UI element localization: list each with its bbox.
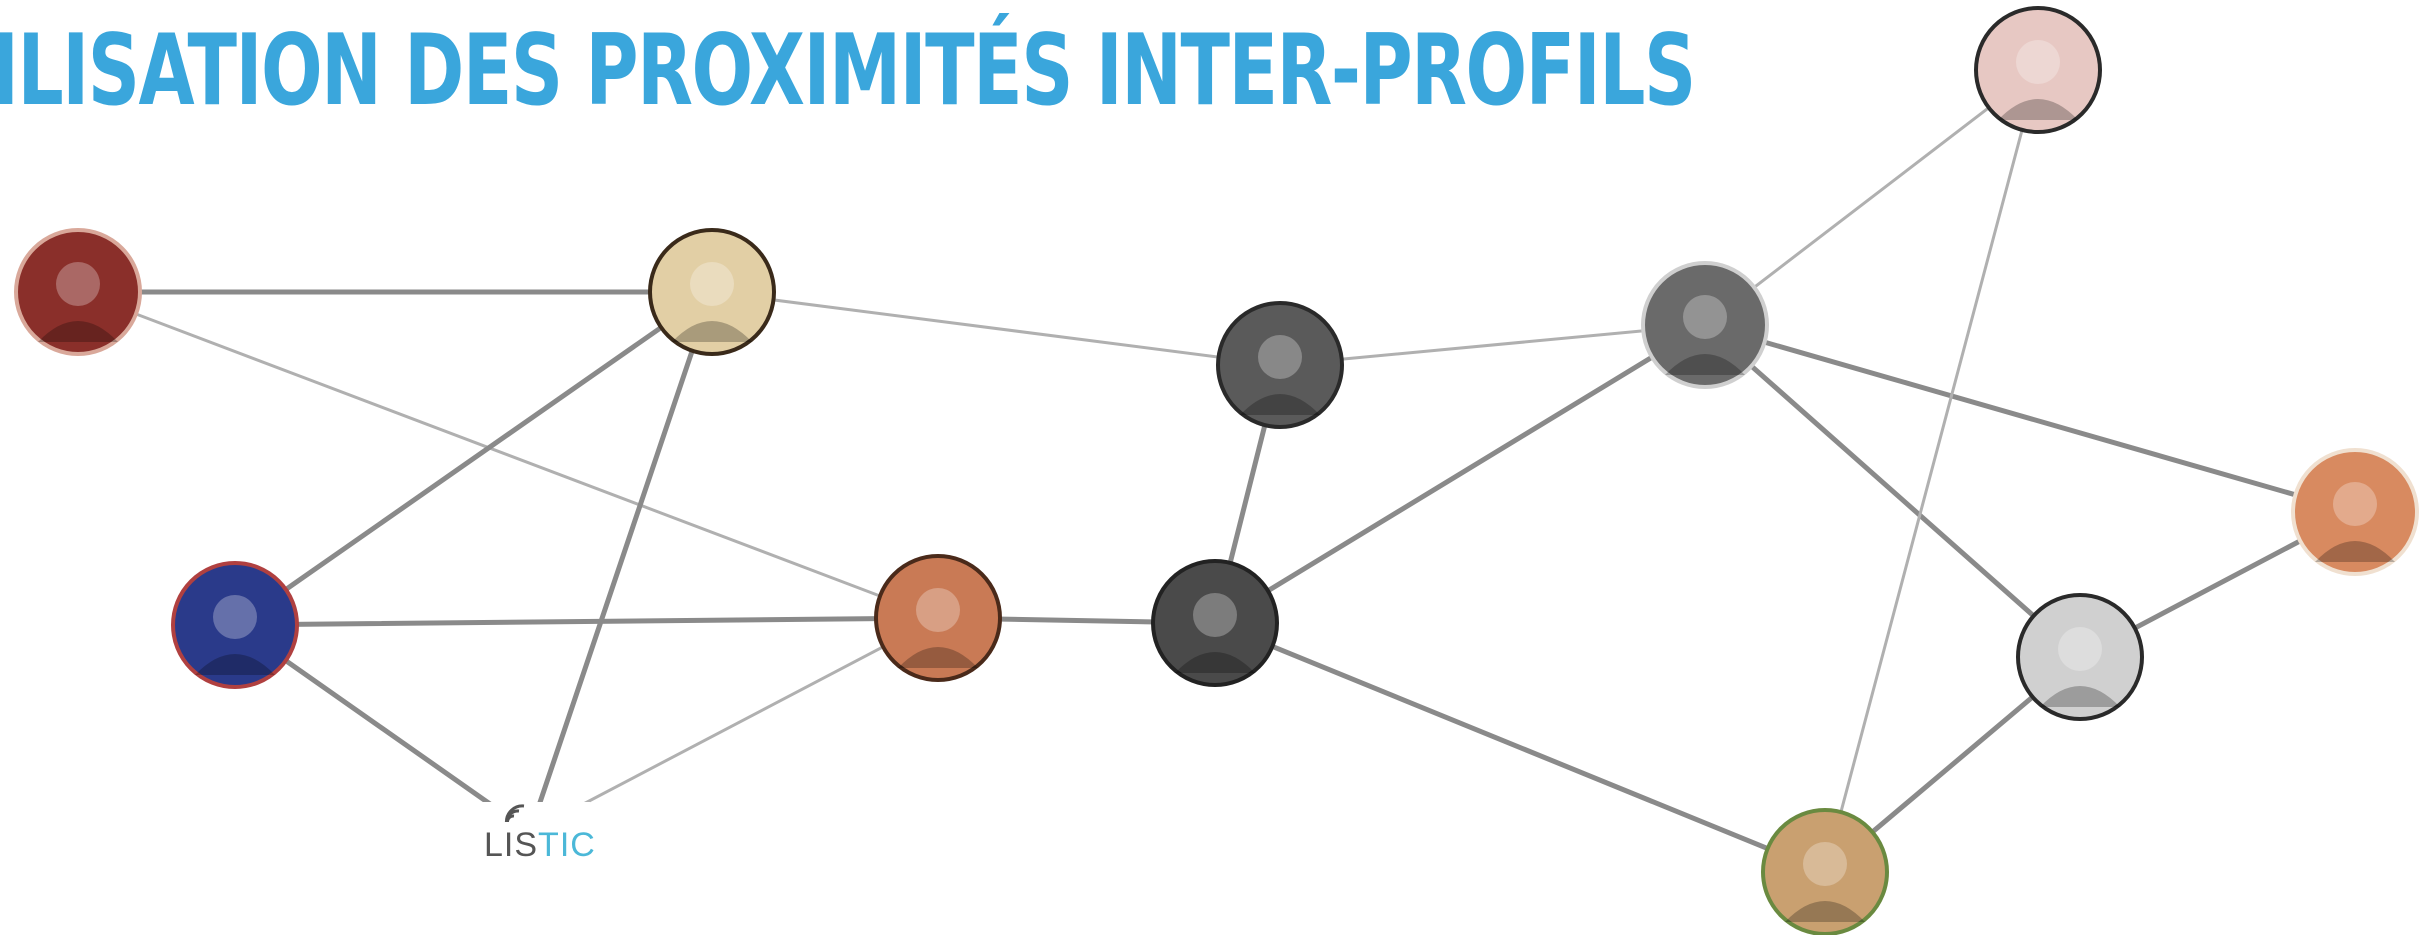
avatar-body-shape [1785,901,1865,922]
node-man-hat[interactable] [1974,6,2102,134]
profile-avatar-photo-bw [1216,301,1344,429]
edge-cartoon-man-to-listic-logo [527,289,715,835]
node-listic-logo[interactable]: LISTIC [470,802,596,864]
logo-part-dark: LIS [484,826,538,864]
avatar-body-shape [1175,652,1255,673]
edge-woman-red-hair-to-copernicus [76,290,940,620]
avatar-head-shape [2058,627,2102,671]
edge-man-hat-to-bearded-man [1823,68,2040,874]
avatar-body-shape [898,647,978,668]
avatar-body-shape [1240,394,1320,415]
avatar-body-shape [672,321,752,342]
avatar-head-shape [2016,40,2060,84]
profile-avatar-photo-bw [1151,559,1279,687]
nodes-layer: LISTIC [14,6,2419,935]
edge-man-coffee-to-white-hair [1702,322,2083,660]
node-cartoon-man[interactable] [648,228,776,356]
node-man-coffee[interactable] [1641,261,1769,389]
avatar-body-shape [1998,99,2078,120]
slide-title: ILISATION DES PROXIMITÉS INTER-PROFILS [0,14,1696,128]
avatar-body-shape [38,321,118,342]
profile-avatar-photo [2016,593,2144,721]
edges-layer [75,68,2358,875]
profile-avatar-painting [874,554,1002,682]
logo-part-accent: TIC [538,826,596,864]
avatar-body-shape [2040,686,2120,707]
logo-backdrop [470,802,590,864]
node-copernicus[interactable] [874,554,1002,682]
edge-man-bw-1-to-man-coffee [1278,323,1707,367]
avatar-body-shape [1665,354,1745,375]
profile-avatar-photo-bw [1641,261,1769,389]
avatar-head-shape [213,595,257,639]
profile-avatar-cartoon [648,228,776,356]
edge-cartoon-man-to-batman [232,289,715,628]
edge-batman-to-copernicus [232,615,941,628]
avatar-head-shape [1193,593,1237,637]
listic-logo-text: LISTIC [484,826,596,864]
node-woman-red-hair[interactable] [14,228,142,356]
avatar-head-shape [1683,295,1727,339]
edge-man-coffee-to-fresco [1702,322,2358,515]
node-blackboard-man[interactable] [1151,559,1279,687]
profile-avatar-painting [2291,448,2419,576]
avatar-body-shape [2315,541,2395,562]
edge-blackboard-man-to-man-coffee [1212,322,1708,626]
avatar-head-shape [1258,335,1302,379]
node-white-hair[interactable] [2016,593,2144,721]
edge-man-coffee-to-man-hat [1703,68,2040,327]
edge-blackboard-man-to-bearded-man [1212,620,1828,875]
node-bearded-man[interactable] [1761,808,1889,935]
avatar-body-shape [195,654,275,675]
avatar-head-shape [1803,842,1847,886]
node-fresco[interactable] [2291,448,2419,576]
signal-icon [504,804,525,823]
edge-listic-logo-to-copernicus [528,616,940,834]
node-man-bw-1[interactable] [1216,301,1344,429]
avatar-head-shape [916,588,960,632]
profile-avatar-photo [1761,808,1889,935]
avatar-head-shape [690,262,734,306]
profile-avatar-batman [171,561,299,689]
edge-cartoon-man-to-man-bw-1 [710,290,1282,367]
profile-avatar-photo [14,228,142,356]
avatar-head-shape [56,262,100,306]
profile-avatar-photo [1974,6,2102,134]
avatar-head-shape [2333,482,2377,526]
node-batman[interactable] [171,561,299,689]
